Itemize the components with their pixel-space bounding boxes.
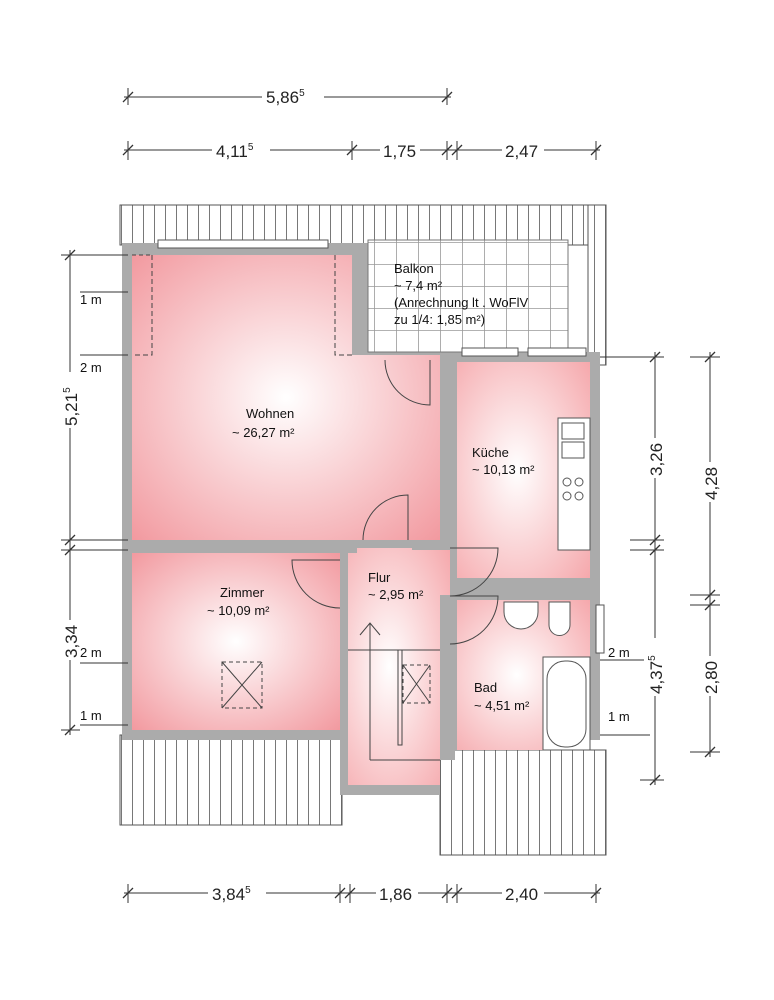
roof-hatch-right xyxy=(587,204,607,366)
svg-text:Zimmer: Zimmer xyxy=(220,585,265,600)
room-flur xyxy=(340,548,450,785)
dimension-right-inner: 3,26 4,375 xyxy=(600,351,668,786)
label-bad: Bad ~ 4,51 m² xyxy=(474,680,530,713)
svg-text:2,40: 2,40 xyxy=(505,885,538,904)
label-zimmer: Zimmer ~ 10,09 m² xyxy=(207,585,270,618)
wall-zimmer-flur xyxy=(340,553,348,740)
svg-text:Wohnen: Wohnen xyxy=(246,406,294,421)
sink-icon xyxy=(561,422,585,440)
balcony-floor xyxy=(367,239,569,353)
svg-text:2 m: 2 m xyxy=(80,645,102,660)
svg-text:2 m: 2 m xyxy=(608,645,630,660)
roof-hatch-bottom-left xyxy=(119,734,343,826)
toilet-icon xyxy=(548,601,571,636)
svg-text:4,28: 4,28 xyxy=(702,467,721,500)
dimension-top-total: 5,865 xyxy=(122,86,453,107)
svg-text:3,34: 3,34 xyxy=(62,625,81,658)
washbasin-icon xyxy=(503,601,539,630)
svg-text:~ 4,51 m²: ~ 4,51 m² xyxy=(474,698,530,713)
svg-text:1,75: 1,75 xyxy=(383,142,416,161)
windows xyxy=(132,239,605,654)
stove-icon xyxy=(562,477,584,501)
svg-text:2 m: 2 m xyxy=(80,360,102,375)
bathroom-fixtures xyxy=(503,601,591,751)
svg-text:~ 10,13 m²: ~ 10,13 m² xyxy=(472,462,535,477)
svg-text:Balkon: Balkon xyxy=(394,261,434,276)
label-flur: Flur ~ 2,95 m² xyxy=(368,570,424,602)
svg-text:4,375: 4,375 xyxy=(647,655,666,694)
svg-text:Flur: Flur xyxy=(368,570,391,585)
skylight xyxy=(221,661,263,709)
svg-text:~ 2,95 m²: ~ 2,95 m² xyxy=(368,587,424,602)
svg-text:1 m: 1 m xyxy=(608,709,630,724)
staircase xyxy=(348,622,440,761)
svg-text:4,115: 4,115 xyxy=(216,142,254,161)
roof-hatch-bottom-right xyxy=(439,749,607,856)
wall-wohnen-kueche xyxy=(440,355,457,540)
wall-flur-bad xyxy=(450,600,457,750)
height-marks-left: 1 m 2 m 2 m 1 m xyxy=(80,291,128,726)
dimension-bottom-segments: 3,845 1,86 2,40 xyxy=(122,883,602,904)
height-marks-right: 2 m 1 m xyxy=(600,645,650,736)
svg-text:1 m: 1 m xyxy=(80,292,102,307)
svg-text:5,215: 5,215 xyxy=(62,387,81,426)
label-kueche: Küche ~ 10,13 m² xyxy=(472,445,535,477)
svg-text:~ 10,09 m²: ~ 10,09 m² xyxy=(207,603,270,618)
roof-hatch-top xyxy=(119,204,607,246)
svg-text:~ 7,4 m²: ~ 7,4 m² xyxy=(394,278,443,293)
svg-text:(Anrechnung lt . WoFlV: (Anrechnung lt . WoFlV xyxy=(394,295,528,310)
dimension-right-outer: 4,28 2,80 xyxy=(690,351,723,758)
svg-text:~ 26,27 m²: ~ 26,27 m² xyxy=(232,425,295,440)
svg-text:3,845: 3,845 xyxy=(212,885,251,904)
svg-text:1 m: 1 m xyxy=(80,708,102,723)
dimension-left: 5,215 3,34 xyxy=(58,249,128,736)
wall-wohnen-zimmer xyxy=(132,540,357,553)
svg-text:2,80: 2,80 xyxy=(702,661,721,694)
svg-text:2,47: 2,47 xyxy=(505,142,538,161)
wall-kueche-bad xyxy=(450,578,590,600)
label-wohnen: Wohnen ~ 26,27 m² xyxy=(232,406,295,440)
svg-text:Bad: Bad xyxy=(474,680,497,695)
svg-text:zu 1/4: 1,85 m²): zu 1/4: 1,85 m²) xyxy=(394,312,485,327)
svg-text:5,865: 5,865 xyxy=(266,88,305,107)
kitchen-counter xyxy=(557,417,591,551)
svg-text:1,86: 1,86 xyxy=(379,885,412,904)
doors xyxy=(291,359,499,645)
svg-text:Küche: Küche xyxy=(472,445,509,460)
wall-flur-top xyxy=(412,540,457,550)
room-wohnen xyxy=(132,255,440,540)
room-zimmer xyxy=(132,553,340,730)
label-balkon: Balkon ~ 7,4 m² (Anrechnung lt . WoFlV z… xyxy=(394,261,528,327)
dimension-top-segments: 4,115 1,75 2,47 xyxy=(122,140,602,161)
roof-slope-dashed xyxy=(132,255,352,356)
svg-text:3,26: 3,26 xyxy=(647,443,666,476)
